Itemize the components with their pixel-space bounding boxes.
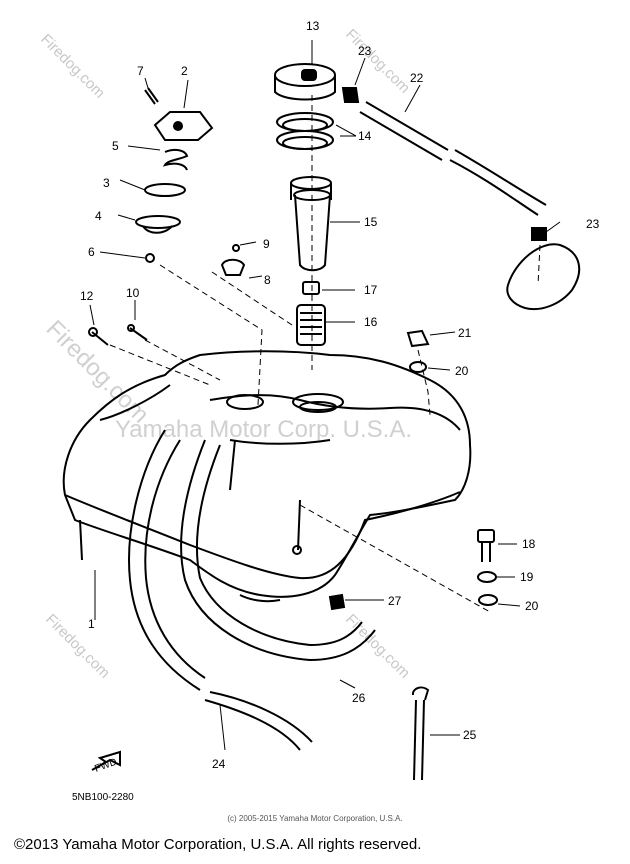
clip-9	[232, 244, 240, 252]
callout-23-top: 23	[358, 44, 372, 58]
clip-23-top	[341, 87, 360, 103]
bolt-12	[88, 327, 109, 346]
washer-20-upper	[409, 361, 427, 373]
callout-15: 15	[364, 215, 378, 229]
callout-4: 4	[95, 209, 102, 223]
leader-lines	[89, 40, 561, 751]
washer-20-lower	[478, 594, 498, 606]
callout-3: 3	[103, 176, 110, 190]
gaskets	[276, 112, 334, 150]
callout-25: 25	[463, 728, 477, 742]
callout-21: 21	[458, 326, 472, 340]
callout-5: 5	[112, 139, 119, 153]
callout-20-lower: 20	[525, 599, 539, 613]
fuel-strainer	[290, 176, 332, 272]
clip-8	[220, 258, 246, 276]
callout-22: 22	[410, 71, 424, 85]
callout-9: 9	[263, 237, 270, 251]
copyright-notice: ©2013 Yamaha Motor Corporation, U.S.A. A…	[14, 836, 422, 853]
drawing-code: 5NB100-2280	[72, 792, 134, 803]
spring-5	[162, 148, 189, 171]
callout-17: 17	[364, 283, 378, 297]
clip-27	[328, 593, 346, 611]
callout-12: 12	[80, 289, 94, 303]
watermark-site-4: Firedog.com	[342, 611, 413, 682]
bolt-10	[127, 324, 148, 341]
hose-24	[128, 429, 313, 751]
watermark-site-1: Firedog.com	[37, 31, 108, 102]
callout-24: 24	[212, 757, 226, 771]
callout-13: 13	[306, 19, 320, 33]
level-gauge-25	[411, 686, 430, 781]
bracket-23	[506, 227, 581, 310]
callout-10: 10	[126, 286, 140, 300]
damper-21	[406, 329, 430, 348]
front-label: FWD	[93, 757, 118, 775]
fuel-cap	[274, 63, 336, 101]
watermark-company: Yamaha Motor Corp. U.S.A.	[115, 416, 412, 443]
callout-20-upper: 20	[455, 364, 469, 378]
callout-18: 18	[522, 537, 536, 551]
watermark-site-5: Firedog.com	[42, 611, 113, 682]
watermark-site-2: Firedog.com	[342, 26, 413, 97]
callout-16: 16	[364, 315, 378, 329]
filler-neck	[226, 393, 344, 413]
bolt-18	[477, 529, 495, 562]
callout-14: 14	[358, 129, 372, 143]
callout-labels: 1 2 3 4 5 6 7 8 9 10 12 13 14 15 16 17 1…	[80, 19, 600, 771]
body-4	[135, 215, 181, 234]
guide-lines	[109, 95, 541, 613]
fitting-17	[302, 281, 320, 295]
callout-1: 1	[88, 617, 95, 631]
washer-19	[477, 571, 497, 583]
callout-19: 19	[520, 570, 534, 584]
fuel-filter	[296, 304, 326, 346]
small-credit-line: (c) 2005-2015 Yamaha Motor Corporation, …	[227, 814, 403, 823]
callout-27: 27	[388, 594, 402, 608]
callout-6: 6	[88, 245, 95, 259]
fuel-cock	[153, 111, 214, 141]
callout-23-right: 23	[586, 217, 600, 231]
screw-7	[144, 87, 159, 105]
callout-8: 8	[264, 273, 271, 287]
hose-22	[359, 101, 547, 216]
callout-7: 7	[137, 64, 144, 78]
callout-26: 26	[352, 691, 366, 705]
diaphragm-3	[144, 183, 186, 197]
hose-26	[180, 439, 376, 662]
callout-2: 2	[181, 64, 188, 78]
screw-6	[145, 253, 155, 263]
front-arrow-icon: FWD	[91, 750, 121, 775]
